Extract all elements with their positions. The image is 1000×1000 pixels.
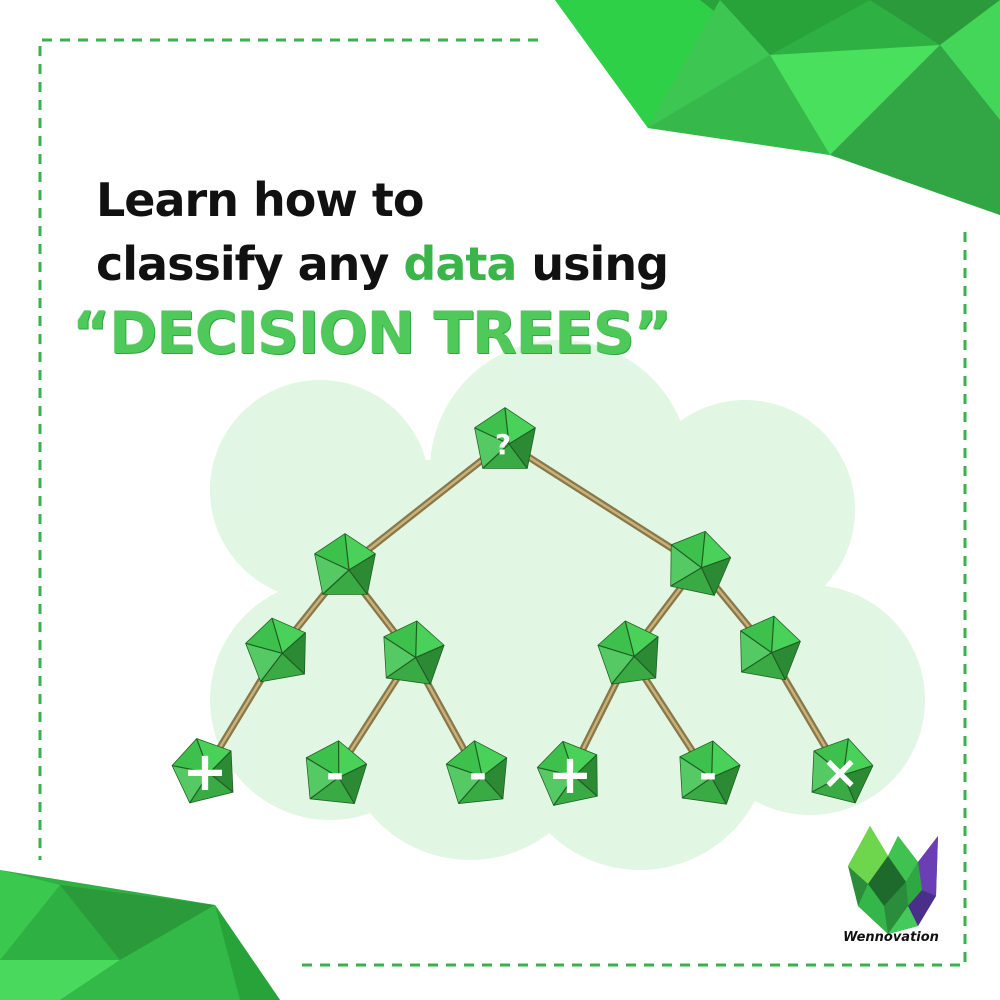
wennovation-logo-icon xyxy=(848,826,938,934)
brand-name: Wennovation xyxy=(843,930,939,945)
tree-leaf-3: - xyxy=(443,737,512,805)
tree-leaf-5: - xyxy=(673,736,744,806)
dashed-frame xyxy=(38,38,967,967)
headline-accent-word: data xyxy=(403,237,517,291)
decision-trees-title: “DECISION TREES” xyxy=(72,299,672,367)
headline: Learn how to classify any data using xyxy=(96,168,669,296)
leaf-label: - xyxy=(699,749,717,800)
tree-leaf-2: - xyxy=(301,737,370,805)
root-question-mark: ? xyxy=(495,428,511,461)
tree-leaf-4: + xyxy=(532,734,606,808)
headline-line-2-start: classify any xyxy=(96,237,404,291)
corner-decoration-bottom-left xyxy=(0,870,280,1000)
tree-leaf-6: × xyxy=(803,731,879,806)
leaf-label: - xyxy=(326,749,344,800)
headline-line-2: classify any data using xyxy=(96,232,669,296)
leaf-label: + xyxy=(547,743,592,806)
headline-line-1: Learn how to xyxy=(96,173,424,227)
headline-line-2-end: using xyxy=(516,237,669,291)
tree-leaf-1: + xyxy=(166,731,242,806)
leaf-label: - xyxy=(469,749,487,800)
leaf-label: + xyxy=(182,740,227,803)
corner-decoration-top-right xyxy=(555,0,1000,215)
tree-node-root: ? xyxy=(474,407,536,469)
leaf-label: × xyxy=(821,745,860,799)
